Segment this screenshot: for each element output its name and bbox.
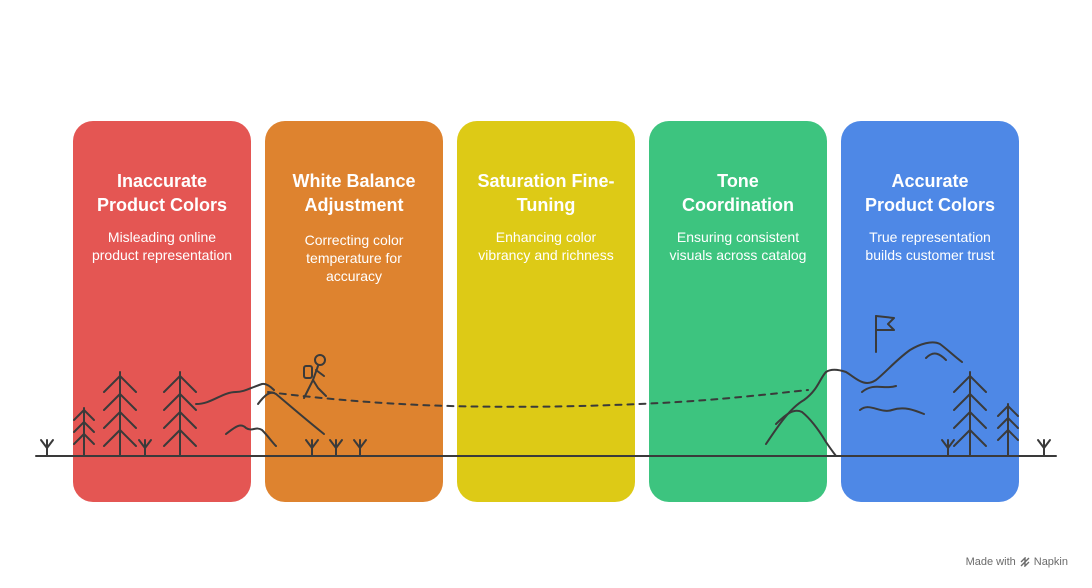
napkin-logo-icon	[1020, 557, 1030, 567]
grass-icon	[40, 439, 54, 457]
credit-brand: Napkin	[1033, 556, 1068, 568]
made-with-credit[interactable]: Made with Napkin	[966, 556, 1068, 568]
stage-title: Saturation Fine-Tuning	[477, 171, 615, 215]
credit-prefix: Made with	[965, 556, 1016, 568]
grass-icon	[1037, 439, 1051, 457]
